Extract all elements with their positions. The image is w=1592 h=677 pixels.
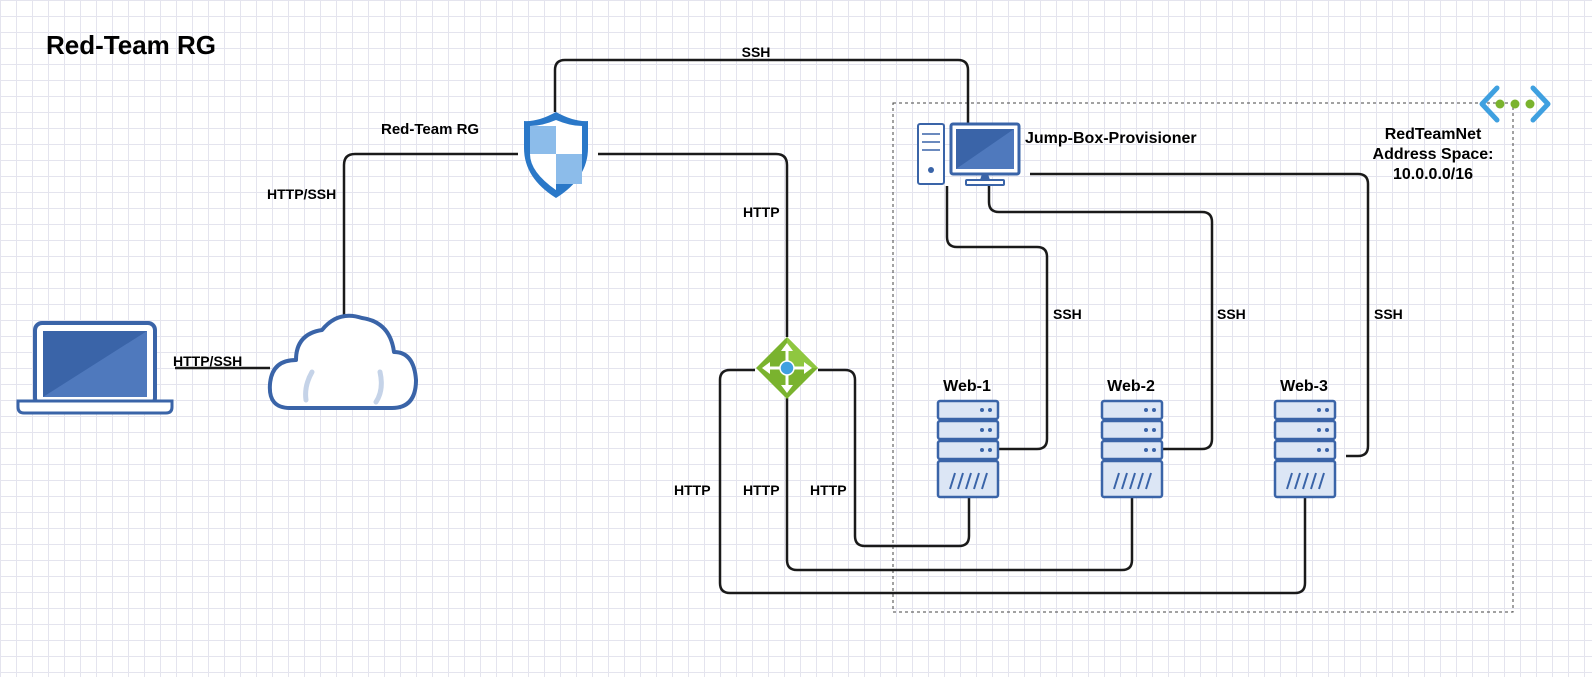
conn-label-firewall-lb: HTTP (743, 204, 780, 220)
conn-jumpbox-web3 (1030, 172, 1370, 458)
conn-lb-web1 (818, 368, 971, 548)
conn-label-jumpbox-web1: SSH (1053, 306, 1082, 322)
workstation-icon (917, 122, 1021, 186)
conn-label-cloud-firewall: HTTP/SSH (267, 186, 337, 202)
conn-firewall-lb (598, 152, 789, 337)
vnet-address-label: Address Space: (1372, 146, 1494, 163)
conn-jumpbox-web2 (987, 186, 1214, 451)
web1-label: Web-1 (943, 378, 991, 395)
conn-cloud-firewall (342, 152, 518, 326)
web3-label: Web-3 (1280, 378, 1328, 395)
server-icon-web-3 (1273, 399, 1337, 499)
jumpbox-label: Jump-Box-Provisioner (1025, 130, 1197, 147)
server-icon-web-1 (936, 399, 1000, 499)
conn-label-jumpbox-web3: SSH (1374, 306, 1403, 322)
conn-jumpbox-web1 (945, 186, 1049, 451)
vnet-name: RedTeamNet (1384, 126, 1482, 143)
shield-icon (524, 112, 588, 198)
conn-lb-web3 (718, 368, 1307, 595)
conn-label-laptop-cloud: HTTP/SSH (173, 353, 243, 369)
cloud-icon (267, 313, 418, 410)
conn-lb-web2 (785, 398, 1134, 572)
vnet-address-space: 10.0.0.0/16 (1392, 166, 1474, 183)
conn-label-firewall-jumpbox: SSH (741, 44, 771, 60)
web2-label: Web-2 (1107, 378, 1155, 395)
conn-label-jumpbox-web2: SSH (1217, 306, 1246, 322)
conn-label-lb-web1: HTTP (810, 482, 847, 498)
server-icon-web-2 (1100, 399, 1164, 499)
virtual-network-icon (1479, 85, 1551, 123)
diagram-title: Red-Team RG (46, 30, 216, 60)
firewall-label: Red-Team RG (381, 121, 480, 138)
laptop-icon (16, 321, 174, 415)
conn-label-lb-web2: HTTP (743, 482, 780, 498)
conn-label-lb-web3: HTTP (674, 482, 711, 498)
load-balancer-icon (756, 337, 818, 399)
conn-firewall-jumpbox (553, 58, 970, 124)
vnet-info: RedTeamNet Address Space: 10.0.0.0/16 (1373, 125, 1494, 185)
